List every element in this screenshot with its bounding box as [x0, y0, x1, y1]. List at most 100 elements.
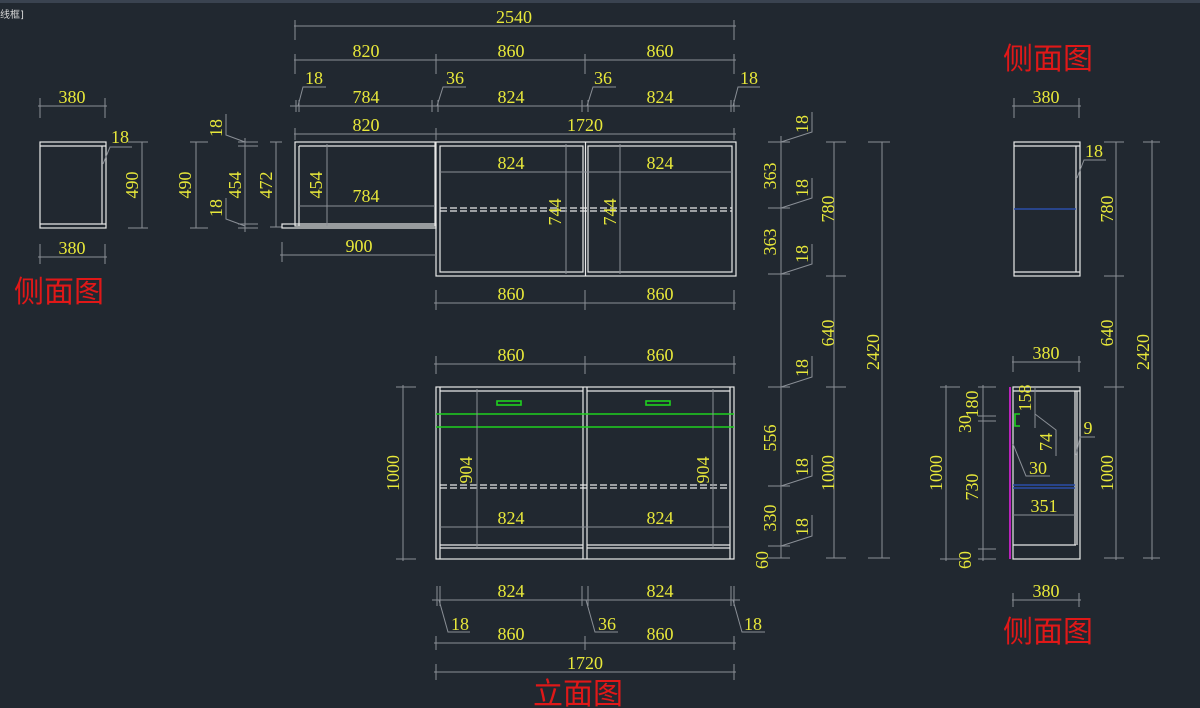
dim-upper-gap-1: 18: [305, 68, 323, 88]
dim-upper-overall-width: 2540: [496, 7, 532, 27]
dim-upper-inner-1: 784: [353, 87, 380, 107]
dim-right-lower-height: 1000: [818, 455, 838, 491]
dim-upper-gap-3: 36: [594, 68, 612, 88]
dim-upper-group-2: 1720: [567, 115, 603, 135]
dim-upper-left-height: 454: [306, 172, 326, 199]
dim-upper-base-width: 900: [346, 236, 373, 256]
title-left-side-view: 侧面图: [14, 275, 104, 310]
dim-lower-inner-height-1: 904: [456, 457, 476, 484]
dim-upper-segment-3: 860: [647, 41, 674, 61]
dim-right-lower-handle-depth: 74: [1036, 433, 1056, 451]
dim-right-upper-inner-1: 363: [760, 163, 780, 190]
dim-right-gap-height: 640: [818, 320, 838, 347]
viewport-label[interactable]: 线框]: [0, 10, 24, 21]
right-lower-side-outline: [1012, 386, 1081, 560]
upper-left-section: [294, 141, 436, 227]
dim-upper-inner-2: 824: [498, 87, 525, 107]
upper-cabinet: [281, 141, 737, 277]
dim-right-total-height: 2420: [863, 334, 883, 370]
dim-section-outer-height: 490: [175, 172, 195, 199]
upper-door-right: [587, 145, 733, 273]
dim-upper-inner-3: 824: [647, 87, 674, 107]
title-right-bottom-side-view: 侧面图: [1003, 615, 1093, 650]
drawer-handle-right: [645, 400, 671, 406]
left-side-outline: [39, 141, 107, 229]
dim-lower-bottom-1: 860: [498, 624, 525, 644]
dim-lower-bottom-2: 860: [647, 624, 674, 644]
dim-upper-bottom-1: 860: [498, 284, 525, 304]
dim-upper-group-1: 820: [353, 115, 380, 135]
dim-right-upper-height: 780: [818, 196, 838, 223]
dim-right-lower-door-thickness: 30: [1029, 458, 1047, 478]
dim-lower-top-2: 860: [647, 345, 674, 365]
dim-right-lower-side-width: 380: [1033, 343, 1060, 363]
dim-left-top-width: 380: [59, 87, 86, 107]
dim-upper-shelf-1: 824: [498, 153, 525, 173]
dim-lower-gap-1: 18: [451, 614, 469, 634]
dim-right-lower-shelf-depth: 351: [1031, 496, 1058, 516]
dim-right-lower-bottom-width: 380: [1033, 581, 1060, 601]
dim-right-upper-gap-2: 18: [792, 179, 812, 197]
dim-right-lower-top-section: 180: [962, 391, 982, 418]
dim-lower-bottom-inner-1: 824: [498, 581, 525, 601]
dim-upper-door-height-2: 744: [600, 199, 620, 226]
dim-right-upper-side-height: 780: [1097, 196, 1117, 223]
dim-lower-top-1: 860: [498, 345, 525, 365]
dim-upper-shelf-2: 824: [647, 153, 674, 173]
dim-section-inner-height: 454: [225, 172, 245, 199]
dim-section-total-height: 472: [256, 172, 276, 199]
dim-section-bottom-board: 18: [206, 199, 226, 217]
lower-cabinet-dims: 860 860 1000 904 904 824 824 824 824 18 …: [383, 345, 765, 680]
dim-upper-left-inner: 784: [353, 186, 380, 206]
dim-lower-shelf-1: 824: [498, 508, 525, 528]
lower-cabinet-outline: [435, 386, 735, 560]
title-elevation: 立面图: [533, 677, 623, 708]
lower-cabinet: [435, 386, 735, 560]
dim-right-lower-plinth: 60: [955, 551, 975, 569]
dim-lower-gap-2: 36: [598, 614, 616, 634]
dim-upper-segment-1: 820: [353, 41, 380, 61]
left-section-dims: 490 18 18 454 472: [175, 114, 282, 232]
dim-right-side-total-height: 2420: [1133, 334, 1153, 370]
dim-section-top-board: 18: [206, 119, 226, 137]
dim-right-lower-gap-2: 18: [792, 458, 812, 476]
dim-upper-segment-2: 860: [498, 41, 525, 61]
right-lower-side-view: 380 1000 180 30 730 60 158 74 30 9 351 1…: [926, 343, 1117, 607]
dim-upper-bottom-2: 860: [647, 284, 674, 304]
dim-right-upper-side-width: 380: [1033, 87, 1060, 107]
dim-right-upper-inner-2: 363: [760, 229, 780, 256]
dim-right-lower-right-height: 1000: [1097, 455, 1117, 491]
dim-right-lower-back-gap: 9: [1084, 418, 1093, 438]
dim-right-lower-middle: 730: [962, 474, 982, 501]
dim-lower-overall-width: 1720: [567, 653, 603, 673]
upper-cabinet-dims: 2540 820 860 860 784 824 824 18 36 36 18…: [280, 7, 760, 310]
title-right-top-side-view: 侧面图: [1003, 42, 1093, 77]
right-upper-side-view: 380 18 780 640 2420: [1012, 87, 1160, 560]
dim-lower-gap-3: 18: [744, 614, 762, 634]
dim-left-board: 18: [111, 127, 129, 147]
left-side-view: 380 380 18 490: [38, 87, 148, 264]
dim-right-lower-inner-2: 330: [760, 505, 780, 532]
dim-right-lower-side-height: 1000: [926, 455, 946, 491]
dim-right-side-gap-height: 640: [1097, 320, 1117, 347]
dim-right-upper-side-board: 18: [1085, 141, 1103, 161]
dim-lower-height: 1000: [383, 455, 403, 491]
dim-left-bottom-width: 380: [59, 238, 86, 258]
dim-right-lower-gap-1: 18: [792, 359, 812, 377]
drawer-handle-left: [496, 400, 522, 406]
dim-upper-gap-2: 36: [446, 68, 464, 88]
dim-right-lower-inner-1: 556: [760, 425, 780, 452]
dim-lower-inner-height-2: 904: [693, 457, 713, 484]
dim-lower-shelf-2: 824: [647, 508, 674, 528]
dim-right-plinth: 60: [752, 551, 772, 569]
top-border: [0, 0, 1200, 3]
dim-right-lower-handle-gap: 30: [955, 415, 975, 433]
dim-upper-gap-4: 18: [740, 68, 758, 88]
dim-left-height: 490: [122, 172, 142, 199]
upper-door-left: [439, 145, 584, 273]
handle-profile: [1014, 413, 1020, 427]
dim-upper-door-height-1: 744: [545, 199, 565, 226]
dim-lower-bottom-inner-2: 824: [647, 581, 674, 601]
dim-right-lower-handle-offset: 158: [1015, 385, 1035, 412]
